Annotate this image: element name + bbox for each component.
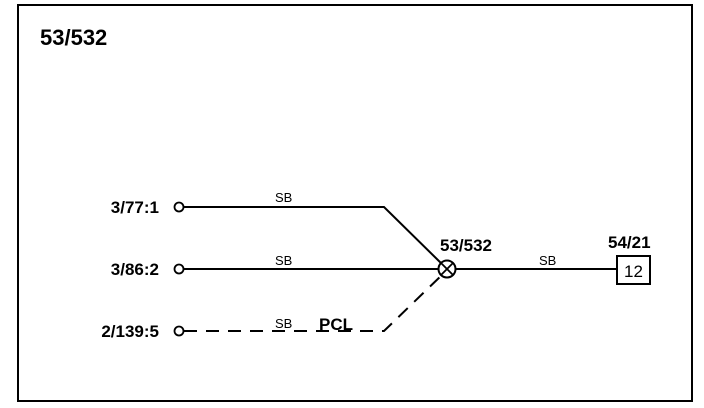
wire-3: [184, 272, 445, 332]
diagram-frame: [17, 4, 693, 402]
connector-pin-2: [173, 263, 185, 275]
connector-pin-3: [173, 325, 185, 337]
connector-label-1: 3/77:1: [111, 198, 159, 217]
ground-box: [616, 255, 651, 285]
splice-cross-circle-icon: [437, 259, 457, 279]
diagram-title: 53/532: [40, 25, 107, 50]
wire-3-color-label: SB: [275, 316, 292, 331]
wire-1-color-label: SB: [275, 190, 292, 205]
wire-4-color-label: SB: [539, 253, 556, 268]
connector-label-2: 3/86:2: [111, 260, 159, 279]
splice-label: 53/532: [440, 236, 492, 255]
wire-2-color-label: SB: [275, 253, 292, 268]
wire-3-option-label: PCL: [319, 315, 353, 334]
wire-1: [184, 206, 445, 267]
connector-pin-1: [173, 201, 185, 213]
ground-number: 12: [624, 262, 643, 281]
ground-label: 54/21: [608, 233, 651, 252]
connector-label-3: 2/139:5: [101, 322, 159, 341]
